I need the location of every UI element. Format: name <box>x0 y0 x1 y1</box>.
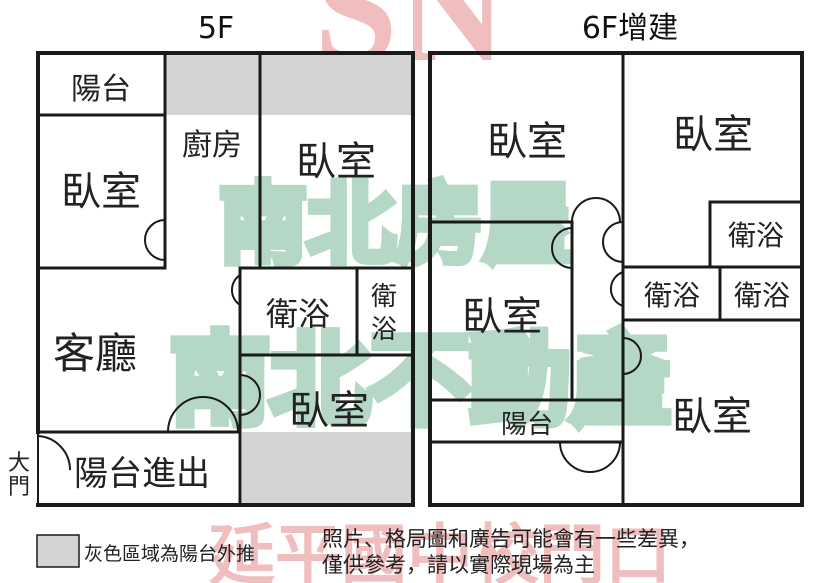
labels-5f: 陽台 廚房 臥室 臥室 客廳 衛浴 衛 浴 臥室 陽台進出 大 門 <box>8 72 397 500</box>
room-bedroom-top-right: 臥室 <box>296 139 376 185</box>
gray-areas <box>165 55 413 505</box>
legend: 灰色區域為陽台外推 <box>36 534 255 568</box>
room-6f-bedroom-bottom-right: 臥室 <box>672 394 752 440</box>
room-bath-large: 衛浴 <box>266 295 330 333</box>
room-6f-bath-mid-right: 衛浴 <box>734 279 790 312</box>
room-bath-small-1: 衛 <box>371 282 397 312</box>
walls-5f <box>36 51 415 507</box>
legend-label: 灰色區域為陽台外推 <box>84 543 255 565</box>
room-6f-bedroom-top-right: 臥室 <box>673 112 753 158</box>
door-label-2: 門 <box>8 475 30 500</box>
floor-title-6f: 6F增建 <box>582 11 678 46</box>
watermark-line2: 南北不動產 <box>170 322 670 439</box>
doors-6f <box>551 197 642 473</box>
room-balcony-entry: 陽台進出 <box>74 454 210 494</box>
floor-title-5f: 5F <box>198 11 234 46</box>
disclaimer: 照片、格局圖和廣告可能會有一些差異， 僅供參考，請以實際現場為主 <box>322 527 700 577</box>
room-balcony-top: 陽台 <box>71 72 131 107</box>
room-kitchen: 廚房 <box>182 128 242 163</box>
room-6f-balcony: 陽台 <box>501 410 553 440</box>
room-living: 客廳 <box>53 329 137 378</box>
watermark-line1: 南北房屋 <box>219 173 571 276</box>
disclaimer-line1: 照片、格局圖和廣告可能會有一些差異， <box>322 527 700 551</box>
watermark: SN 南北房屋 南北不動產 延平國中校門口 <box>166 0 674 583</box>
room-bedroom-bottom: 臥室 <box>289 388 369 434</box>
room-bath-small-2: 浴 <box>371 315 397 345</box>
labels-6f: 臥室 臥室 衛浴 臥室 衛浴 衛浴 陽台 臥室 <box>462 112 790 440</box>
legend-swatch <box>36 534 80 568</box>
walls-6f <box>428 51 804 507</box>
room-6f-bedroom-mid: 臥室 <box>462 294 542 340</box>
room-6f-bedroom-top-left: 臥室 <box>487 119 567 165</box>
disclaimer-line2: 僅供參考，請以實際現場為主 <box>322 553 595 577</box>
door-label-1: 大 <box>8 451 30 476</box>
room-6f-bath-mid-left: 衛浴 <box>644 279 700 312</box>
watermark-bottom: 延平國中校門口 <box>209 517 671 583</box>
doors-5f <box>37 219 261 505</box>
room-6f-bath-upper: 衛浴 <box>728 219 784 252</box>
room-bedroom-left: 臥室 <box>61 169 141 215</box>
